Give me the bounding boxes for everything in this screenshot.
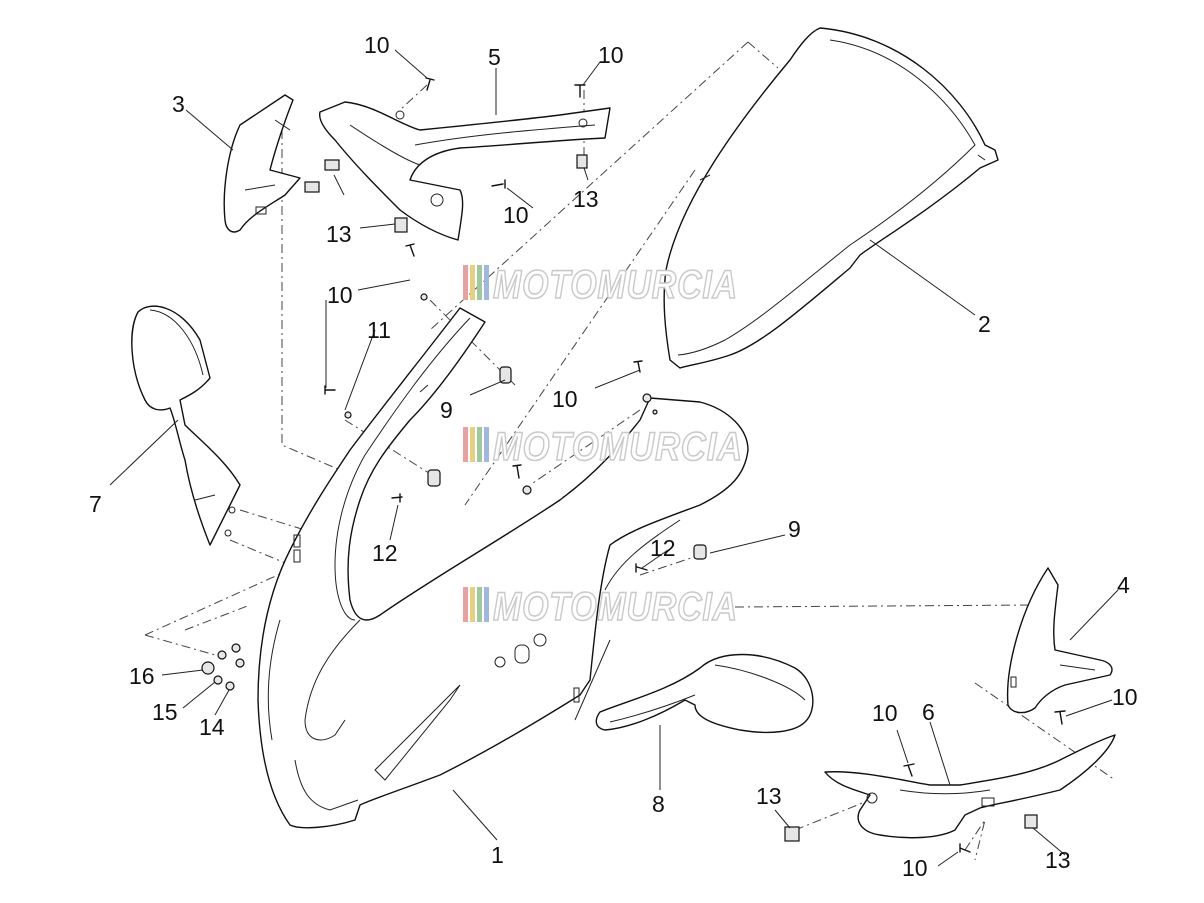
watermark-stripe [477, 587, 482, 622]
watermark-stripe [470, 587, 475, 622]
part-upper-cross-panel [318, 101, 611, 241]
part-number-labels: 1 2 3 4 5 6 7 8 9 9 10 10 10 10 10 10 10… [89, 32, 1138, 881]
part-number-10: 10 [902, 855, 928, 881]
part-number-10: 10 [552, 386, 578, 412]
part-number-3: 3 [172, 91, 185, 117]
watermark-stripe [470, 427, 475, 462]
watermark-stripe [463, 587, 468, 622]
watermark-stripe [484, 265, 489, 300]
leader-lines [109, 49, 1119, 867]
part-number-10: 10 [598, 42, 624, 68]
part-number-13: 13 [1045, 847, 1071, 873]
part-number-7: 7 [89, 491, 102, 517]
part-number-16: 16 [129, 663, 155, 689]
part-lower-bracket [824, 734, 1116, 839]
part-number-2: 2 [978, 311, 991, 337]
part-number-10: 10 [872, 700, 898, 726]
part-windscreen [663, 27, 999, 369]
watermark-middle: MOTOMURCIA [463, 424, 743, 470]
part-number-11: 11 [367, 317, 391, 343]
hardware [201, 77, 1066, 853]
part-number-5: 5 [488, 44, 501, 70]
watermark-bottom: MOTOMURCIA [463, 584, 738, 630]
part-number-10: 10 [1112, 684, 1138, 710]
part-number-14: 14 [199, 714, 225, 740]
watermark-stripe [463, 265, 468, 300]
part-number-10: 10 [327, 282, 353, 308]
watermark-stripe [477, 427, 482, 462]
watermark-text: MOTOMURCIA [493, 425, 743, 469]
watermark-stripe [470, 265, 475, 300]
watermark-stripe [463, 427, 468, 462]
part-front-fairing [257, 307, 749, 829]
part-number-9: 9 [788, 516, 801, 542]
part-number-13: 13 [326, 221, 352, 247]
part-number-15: 15 [152, 699, 178, 725]
watermark-stripe [484, 427, 489, 462]
part-number-9: 9 [440, 397, 453, 423]
part-right-side-panel [1006, 567, 1113, 714]
part-number-10: 10 [364, 32, 390, 58]
watermark-top: MOTOMURCIA [463, 262, 738, 308]
watermark-text: MOTOMURCIA [493, 263, 738, 307]
part-left-mirror [131, 305, 241, 546]
part-left-side-panel [223, 94, 301, 233]
part-right-mirror [595, 653, 814, 734]
watermark-stripe [484, 587, 489, 622]
part-number-10: 10 [503, 202, 529, 228]
part-number-4: 4 [1117, 572, 1130, 598]
part-number-12: 12 [650, 535, 676, 561]
part-number-13: 13 [756, 783, 782, 809]
part-number-6: 6 [922, 699, 935, 725]
watermark-stripe [477, 265, 482, 300]
part-number-12: 12 [372, 540, 398, 566]
part-number-8: 8 [652, 791, 665, 817]
part-number-13: 13 [573, 186, 599, 212]
watermark-text: MOTOMURCIA [493, 585, 738, 629]
part-number-1: 1 [491, 842, 504, 868]
